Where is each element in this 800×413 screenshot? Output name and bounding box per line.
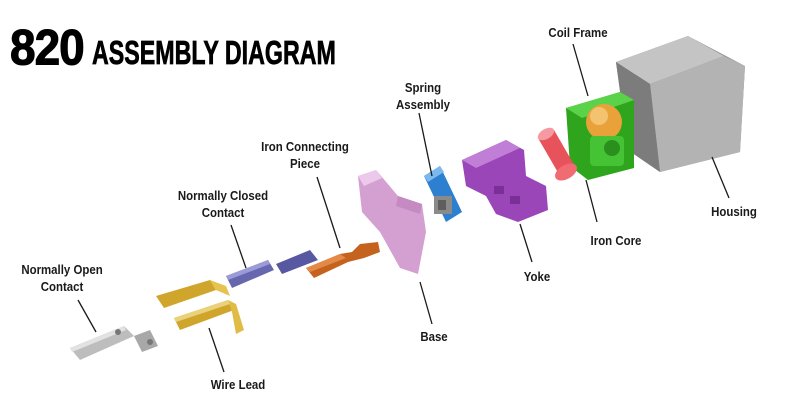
leader-yoke [519, 223, 533, 263]
label-line: Coil Frame [548, 25, 608, 40]
label-line: Normally Open [21, 262, 103, 277]
label-line: Base [420, 329, 448, 344]
leader-normally-open-contact [77, 299, 97, 333]
label-normally-closed-contact: Normally Closed Contact [176, 187, 269, 221]
label-iron-connecting-piece: Iron Connecting Piece [259, 138, 351, 172]
coil-frame-part [566, 92, 634, 180]
label-line: Iron Connecting [261, 139, 349, 154]
label-wire-lead: Wire Lead [205, 376, 272, 393]
iron-core-part [537, 127, 577, 181]
label-housing: Housing [704, 203, 764, 220]
leader-wire-lead [208, 327, 225, 373]
leader-normally-closed-contact [230, 224, 247, 269]
label-iron-core: Iron Core [583, 232, 650, 249]
housing-part [616, 36, 745, 172]
label-line: Wire Lead [210, 377, 266, 392]
leader-lines [77, 43, 730, 373]
label-line: Normally Closed [177, 188, 269, 203]
label-spring-assembly: Spring Assembly [392, 79, 454, 113]
wire-lead-part [156, 280, 244, 334]
iron-connecting-piece-part [306, 242, 380, 278]
normally-open-contact-part [70, 326, 158, 360]
label-line: Iron Core [590, 233, 642, 248]
title-model-number: 820 [10, 19, 86, 76]
base-part [358, 170, 426, 274]
leader-base [419, 281, 433, 325]
leader-spring-assembly [418, 112, 433, 177]
leader-coil-frame [572, 43, 589, 97]
label-line: Housing [711, 204, 757, 219]
leader-iron-connecting-piece [316, 176, 341, 249]
leader-iron-core [585, 179, 598, 223]
label-normally-open-contact: Normally Open Contact [20, 261, 104, 295]
leader-housing [711, 156, 730, 199]
spring-assembly-part [424, 166, 462, 222]
label-line: Contact [201, 205, 245, 220]
label-line: Assembly [395, 97, 451, 112]
yoke-part [462, 140, 548, 222]
normally-closed-contact-part [226, 250, 318, 288]
label-line: Yoke [523, 269, 551, 284]
label-line: Contact [40, 279, 84, 294]
label-coil-frame: Coil Frame [543, 24, 613, 41]
label-yoke: Yoke [517, 268, 557, 285]
label-base: Base [415, 328, 454, 345]
label-line: Piece [290, 156, 320, 171]
label-line: Spring [404, 80, 442, 95]
title-text: ASSEMBLY DIAGRAM [91, 33, 336, 72]
